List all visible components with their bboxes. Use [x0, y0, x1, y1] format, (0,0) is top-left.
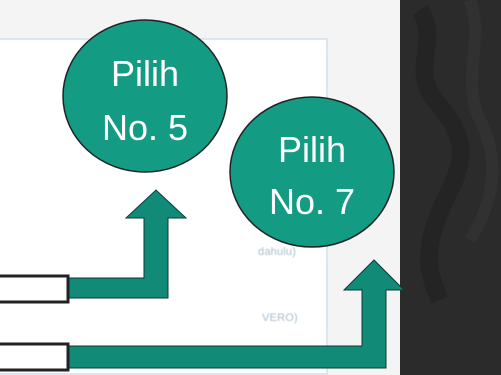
faded-text-b: VERO) — [262, 312, 298, 324]
callout-no5-line2: No. 5 — [102, 107, 188, 148]
callout-no5-line1: Pilih — [111, 53, 179, 94]
callout-no7-line2: No. 7 — [269, 181, 355, 222]
faded-text-a: dahulu) — [258, 246, 297, 258]
highlight-box-row-2 — [0, 342, 70, 372]
arrow-to-no5 — [65, 189, 188, 299]
callout-bubble-no7: Pilih No. 7 — [229, 96, 395, 248]
callout-bubble-no5: Pilih No. 5 — [62, 19, 228, 173]
arrow-to-no7 — [65, 259, 406, 369]
highlight-box-row-1 — [0, 274, 70, 304]
dark-side-panel — [400, 0, 501, 375]
callout-no7-line1: Pilih — [278, 129, 346, 170]
dark-texture — [412, 0, 499, 305]
